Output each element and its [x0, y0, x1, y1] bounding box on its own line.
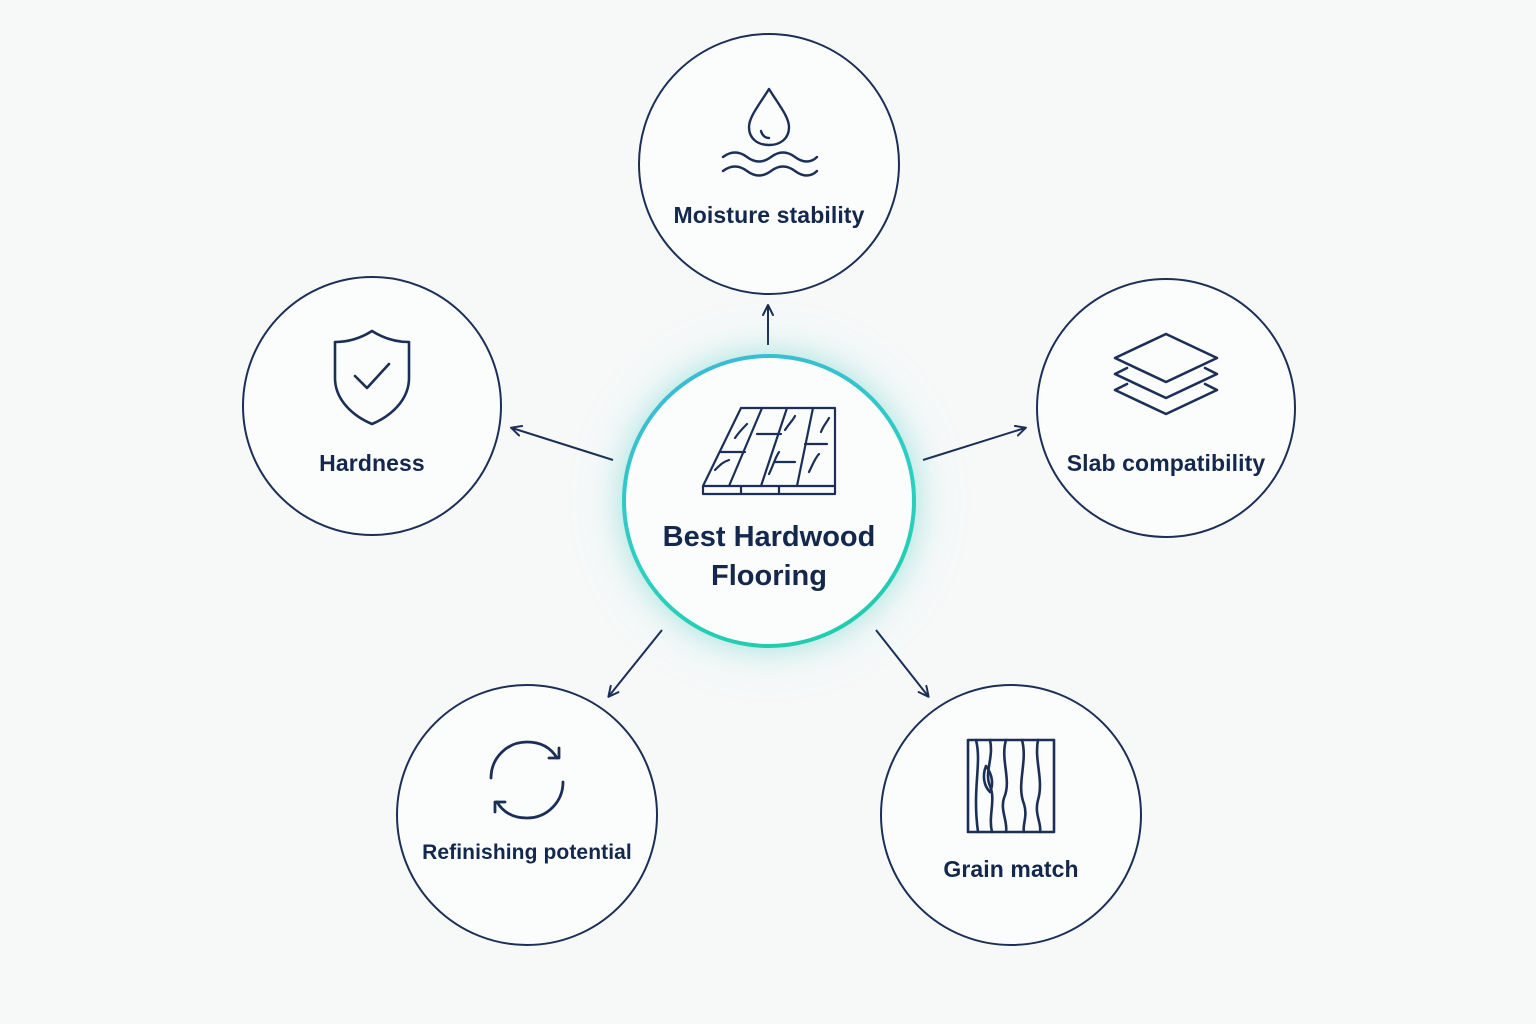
- grain-match-label: Grain match: [943, 856, 1079, 882]
- node-slab-compatibility: Slab compatibility: [1036, 278, 1296, 538]
- shield-check-icon: [333, 329, 411, 426]
- arrow-to-hardness: [510, 424, 614, 461]
- arrow-to-slab: [922, 424, 1027, 461]
- node-grain-match: Grain match: [880, 684, 1142, 946]
- refresh-icon: [489, 740, 565, 820]
- refinishing-potential-label: Refinishing potential: [422, 841, 632, 864]
- layers-icon: [1113, 332, 1219, 416]
- arrow-to-grain: [875, 629, 930, 698]
- center-title-line2: Flooring: [711, 560, 827, 592]
- node-hardness: Hardness: [242, 276, 502, 536]
- arrow-to-refinishing: [607, 629, 663, 698]
- moisture-stability-label: Moisture stability: [673, 202, 865, 228]
- hardness-label: Hardness: [319, 450, 425, 476]
- center-title-line1: Best Hardwood: [662, 521, 876, 553]
- wood-grain-icon: [966, 738, 1056, 834]
- center-node: Best Hardwood Flooring: [622, 354, 916, 648]
- water-drop-icon: [721, 87, 819, 177]
- hardwood-planks-icon: [701, 406, 837, 496]
- node-moisture-stability: Moisture stability: [638, 33, 900, 295]
- slab-compatibility-label: Slab compatibility: [1066, 450, 1266, 476]
- node-refinishing-potential: Refinishing potential: [396, 684, 658, 946]
